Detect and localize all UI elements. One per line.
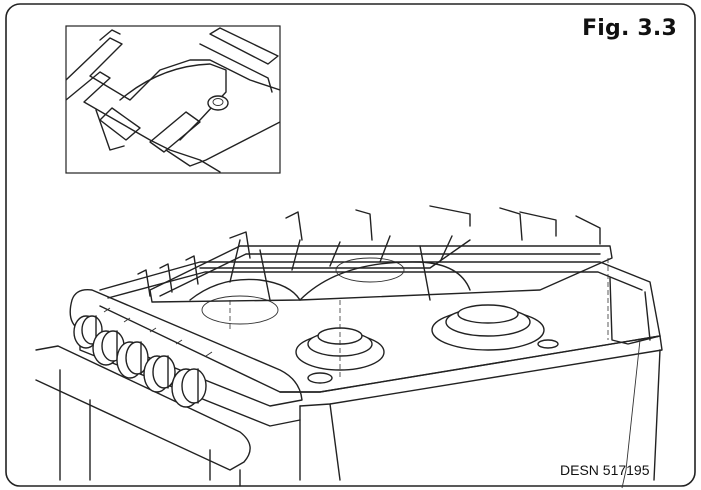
figure-label: Fig. 3.3 — [582, 16, 677, 41]
outer-frame — [5, 3, 696, 487]
knob — [171, 368, 207, 408]
burners — [201, 257, 559, 384]
leader-line — [621, 339, 641, 489]
screw — [537, 339, 559, 349]
knob — [143, 355, 176, 393]
drawing-code: DESN 517195 — [560, 462, 650, 478]
screw — [307, 372, 333, 384]
hob-body — [35, 261, 663, 487]
knob — [116, 341, 149, 379]
pan-support-grids — [137, 205, 613, 378]
burner-rear — [335, 257, 405, 283]
burner-left — [201, 295, 279, 325]
detail-inset — [65, 25, 281, 174]
control-knobs — [73, 307, 213, 408]
burner-rear-right — [431, 304, 545, 351]
